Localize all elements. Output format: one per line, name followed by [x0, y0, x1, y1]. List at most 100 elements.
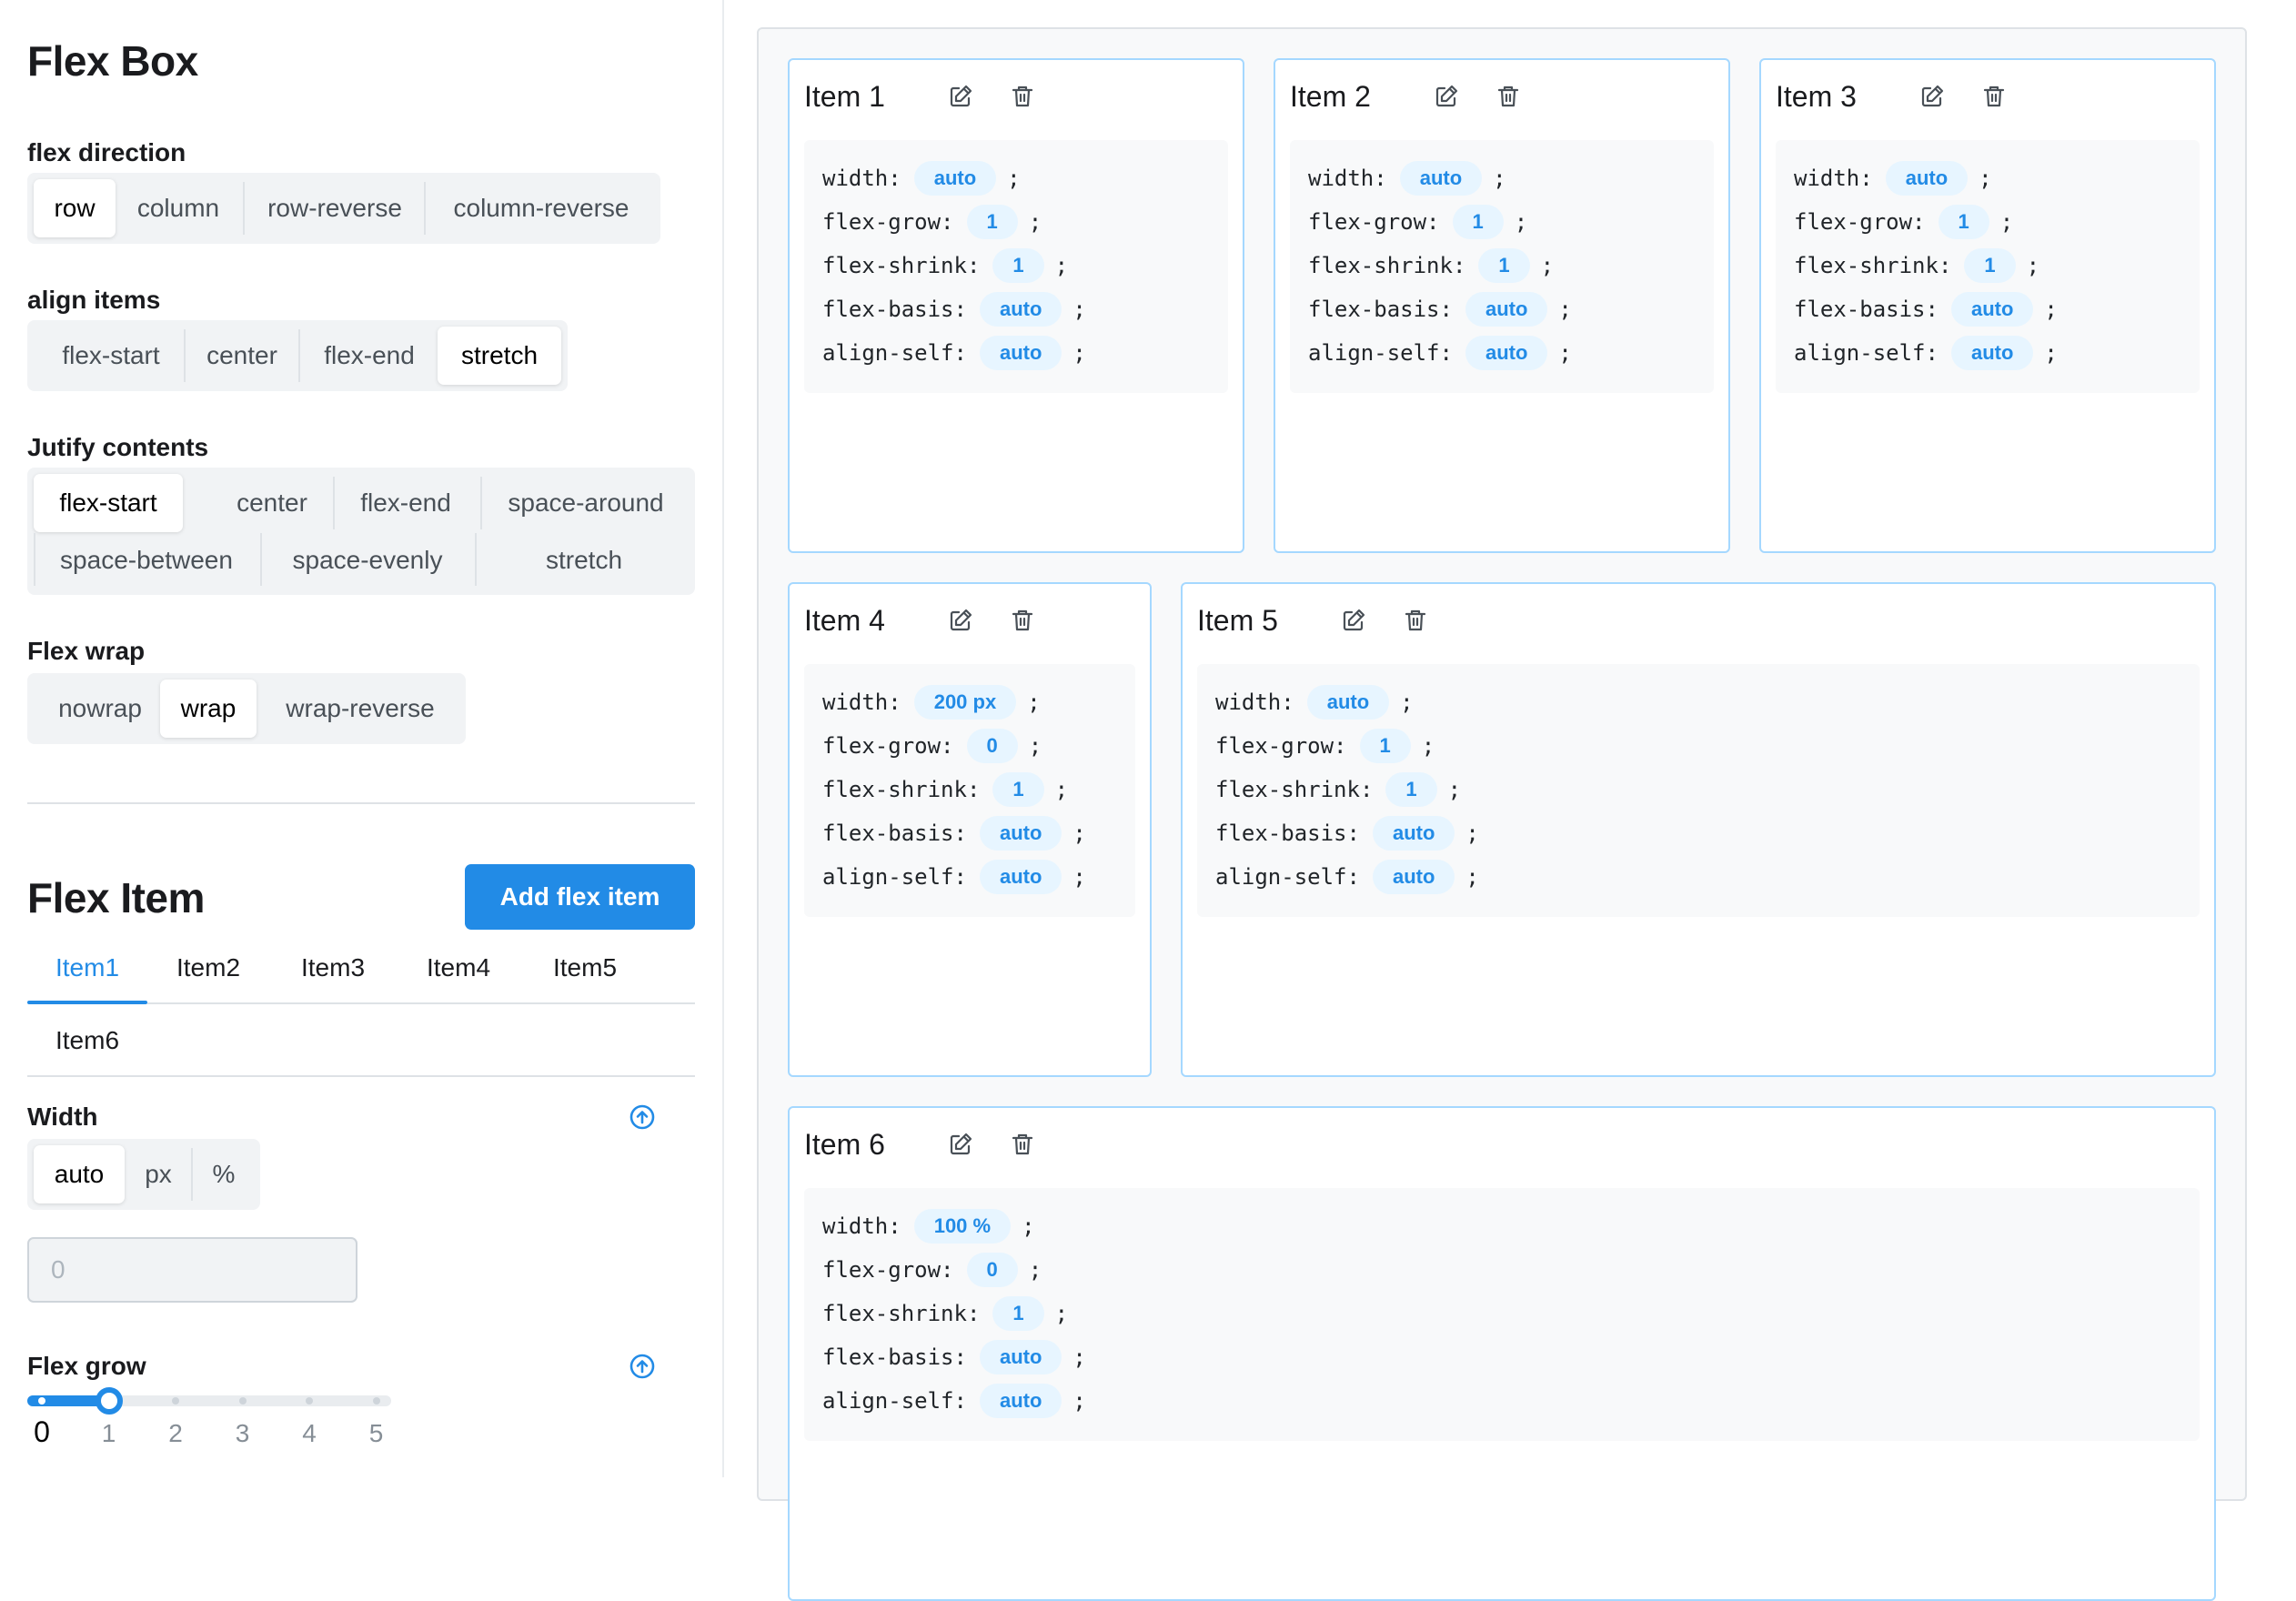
- tab-item2[interactable]: Item2: [176, 953, 241, 982]
- align-items-option-stretch[interactable]: stretch: [438, 327, 561, 385]
- property-name: align-self:: [1794, 340, 1939, 366]
- flex-direction-option-row-reverse[interactable]: row-reverse: [267, 194, 402, 222]
- width-unit-percent[interactable]: %: [212, 1160, 236, 1188]
- flex-item-title: Flex Item: [27, 874, 205, 921]
- circle-arrow-up-icon[interactable]: [628, 1352, 657, 1381]
- property-value-badge: auto: [979, 860, 1062, 894]
- trash-icon[interactable]: [1494, 82, 1523, 111]
- property-name: flex-basis:: [822, 297, 967, 322]
- edit-icon[interactable]: [946, 1130, 975, 1159]
- semicolon: ;: [1540, 253, 1555, 278]
- semicolon: ;: [1447, 777, 1462, 802]
- justify-option-flex-start[interactable]: flex-start: [34, 474, 183, 532]
- justify-option-center[interactable]: center: [237, 488, 307, 517]
- property-name: flex-shrink:: [1215, 777, 1374, 802]
- semicolon: ;: [1022, 1213, 1035, 1239]
- property-value-badge: auto: [1465, 292, 1548, 327]
- flex-grow-label: Flex grow: [27, 1352, 146, 1380]
- property-name: width:: [1308, 166, 1387, 191]
- card-title: Item 5: [1197, 604, 1278, 637]
- tab-item5[interactable]: Item5: [553, 953, 618, 982]
- slider-mark-label: 1: [101, 1419, 116, 1447]
- justify-option-space-around[interactable]: space-around: [508, 488, 664, 517]
- semicolon: ;: [1072, 1388, 1086, 1414]
- css-property-row: align-self:auto;: [1308, 336, 1572, 370]
- justify-option-space-evenly[interactable]: space-evenly: [292, 546, 443, 574]
- semicolon: ;: [1072, 297, 1086, 322]
- flex-direction-option-row[interactable]: row: [34, 179, 116, 237]
- css-property-row: width:auto;: [1308, 161, 1506, 196]
- flex-box-title: Flex Box: [27, 37, 198, 85]
- property-name: align-self:: [822, 340, 967, 366]
- css-property-row: flex-shrink:1;: [822, 772, 1068, 807]
- settings-sidebar: Flex Box flex direction row column row-r…: [0, 0, 724, 1477]
- width-unit-px[interactable]: px: [145, 1160, 172, 1188]
- property-value-badge: auto: [1306, 685, 1390, 720]
- align-items-option-flex-end[interactable]: flex-end: [324, 341, 415, 369]
- flex-wrap-option-nowrap[interactable]: nowrap: [58, 694, 142, 722]
- edit-icon[interactable]: [1432, 82, 1461, 111]
- flex-wrap-option-wrap[interactable]: wrap: [160, 680, 257, 738]
- segment-divider: [243, 182, 245, 235]
- trash-icon[interactable]: [1401, 606, 1430, 635]
- property-value-badge: auto: [1372, 816, 1455, 851]
- trash-icon[interactable]: [1979, 82, 2009, 111]
- property-value-badge: 1: [1938, 205, 1989, 239]
- align-items-option-center[interactable]: center: [206, 341, 277, 369]
- card-title: Item 2: [1290, 80, 1371, 113]
- edit-icon[interactable]: [1339, 606, 1368, 635]
- card-title: Item 1: [804, 80, 885, 113]
- property-value-badge: 1: [1359, 729, 1411, 763]
- css-properties-box: width:auto;flex-grow:1;flex-shrink:1;fle…: [1197, 664, 2200, 917]
- tab-item3[interactable]: Item3: [301, 953, 366, 982]
- property-value-badge: 1: [1964, 248, 2016, 283]
- property-name: width:: [822, 690, 901, 715]
- semicolon: ;: [1514, 209, 1528, 235]
- flex-direction-option-column[interactable]: column: [136, 194, 220, 222]
- flex-grow-slider-thumb[interactable]: [95, 1387, 123, 1415]
- flex-direction-option-column-reverse[interactable]: column-reverse: [453, 194, 629, 222]
- css-property-row: flex-shrink:1;: [822, 248, 1068, 283]
- property-value-badge: 100 %: [913, 1209, 1012, 1244]
- width-input[interactable]: 0: [27, 1237, 357, 1303]
- edit-icon[interactable]: [946, 82, 975, 111]
- flex-wrap-option-wrap-reverse[interactable]: wrap-reverse: [286, 694, 435, 722]
- property-name: width:: [822, 1213, 901, 1239]
- edit-icon[interactable]: [946, 606, 975, 635]
- tab-item1[interactable]: Item1: [55, 953, 120, 982]
- semicolon: ;: [1072, 1344, 1086, 1370]
- align-items-option-flex-start[interactable]: flex-start: [62, 341, 160, 369]
- edit-icon[interactable]: [1918, 82, 1947, 111]
- css-property-row: align-self:auto;: [822, 336, 1086, 370]
- card-title: Item 4: [804, 604, 885, 637]
- slider-mark-label: 2: [168, 1419, 183, 1447]
- tab-item6[interactable]: Item6: [55, 1026, 120, 1054]
- property-name: flex-basis:: [822, 1344, 967, 1370]
- circle-arrow-up-icon[interactable]: [628, 1103, 657, 1132]
- semicolon: ;: [1979, 166, 1992, 191]
- css-property-row: flex-grow:1;: [1794, 205, 2013, 239]
- tab-item4[interactable]: Item4: [427, 953, 491, 982]
- semicolon: ;: [1558, 297, 1572, 322]
- css-property-row: flex-basis:auto;: [1794, 292, 2058, 327]
- justify-option-stretch[interactable]: stretch: [545, 546, 623, 574]
- trash-icon[interactable]: [1008, 606, 1037, 635]
- property-value-badge: auto: [1465, 336, 1548, 370]
- justify-option-flex-end[interactable]: flex-end: [360, 488, 451, 517]
- width-label: Width: [27, 1103, 98, 1131]
- justify-option-space-between[interactable]: space-between: [60, 546, 233, 574]
- trash-icon[interactable]: [1008, 82, 1037, 111]
- css-property-row: width:auto;: [1794, 161, 1992, 196]
- css-property-row: flex-grow:1;: [1308, 205, 1528, 239]
- trash-icon[interactable]: [1008, 1130, 1037, 1159]
- width-unit-auto[interactable]: auto: [34, 1145, 125, 1203]
- add-flex-item-button[interactable]: Add flex item: [465, 864, 695, 930]
- semicolon: ;: [1465, 821, 1479, 846]
